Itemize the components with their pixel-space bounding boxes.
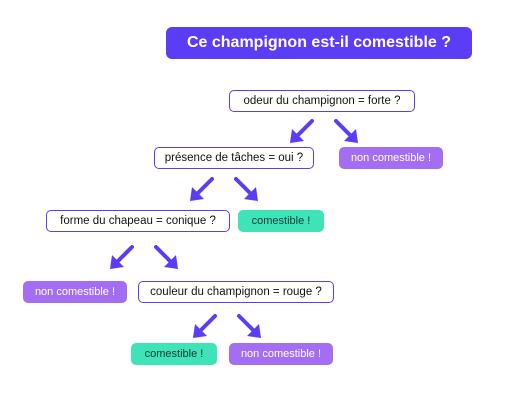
- leaf-non-comestible: non comestible !: [23, 281, 127, 303]
- arrow-down-right-icon: [237, 314, 261, 338]
- question-couleur: couleur du champignon = rouge ?: [138, 281, 334, 303]
- arrow-down-left-icon: [193, 314, 217, 338]
- arrow-down-left-icon: [110, 245, 134, 269]
- leaf-comestible: comestible !: [131, 343, 217, 365]
- leaf-non-comestible: non comestible !: [339, 147, 443, 169]
- arrow-down-right-icon: [334, 119, 358, 143]
- question-taches: présence de tâches = oui ?: [154, 147, 314, 169]
- leaf-comestible: comestible !: [238, 210, 324, 232]
- leaf-non-comestible: non comestible !: [229, 343, 333, 365]
- arrow-down-right-icon: [234, 177, 258, 201]
- diagram-title: Ce champignon est-il comestible ?: [166, 27, 472, 59]
- question-odeur: odeur du champignon = forte ?: [229, 90, 415, 112]
- arrow-down-right-icon: [154, 245, 178, 269]
- question-chapeau: forme du chapeau = conique ?: [46, 210, 230, 232]
- arrow-down-left-icon: [290, 119, 314, 143]
- arrow-down-left-icon: [190, 177, 214, 201]
